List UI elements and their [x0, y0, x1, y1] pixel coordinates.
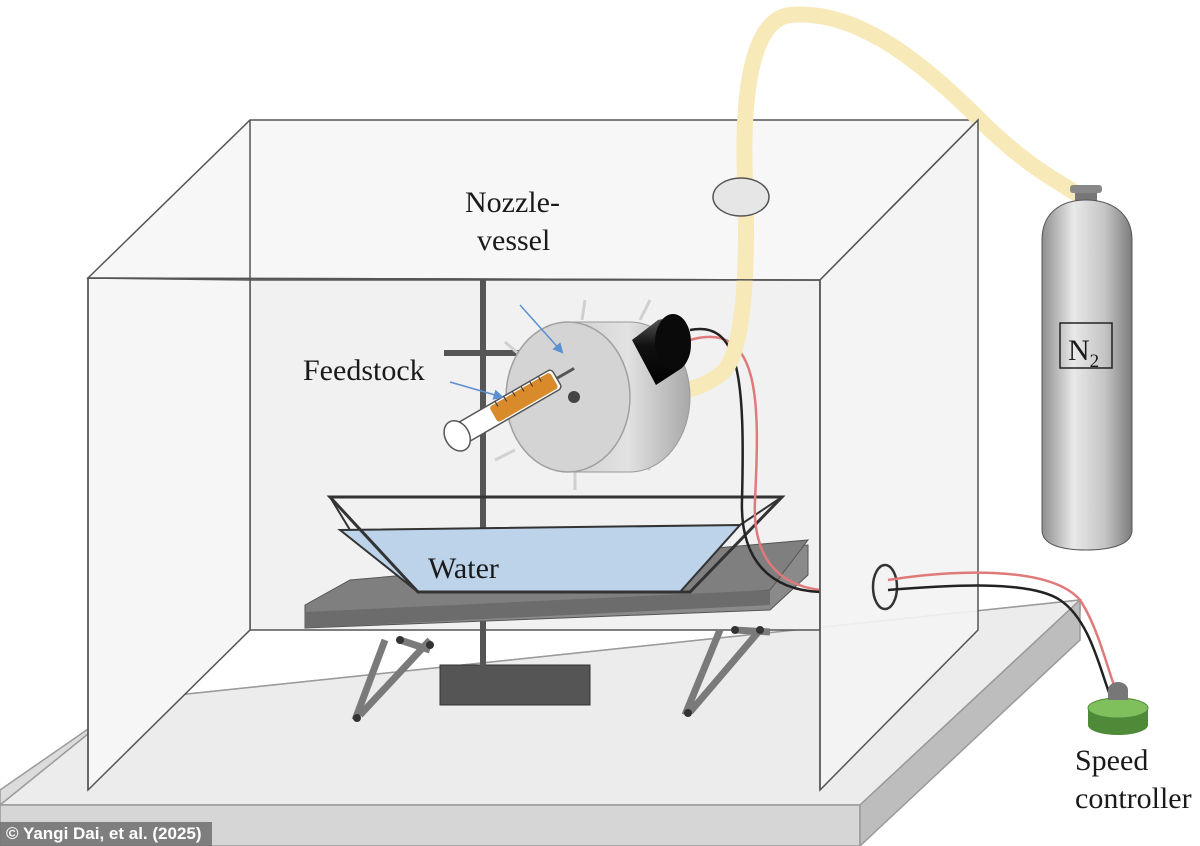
nozzle-vessel-label-line1: Nozzle-	[465, 186, 560, 219]
feedstock-label: Feedstock	[303, 354, 425, 387]
annotation-arrows	[449, 304, 564, 400]
nozzle-vessel-label-line2: vessel	[477, 224, 550, 257]
n2-label: N2	[1068, 334, 1099, 372]
side-port	[871, 563, 899, 611]
retort-stand	[439, 280, 591, 706]
n2-cylinder	[1041, 185, 1133, 551]
controller-cables	[887, 571, 1120, 696]
water-label: Water	[428, 552, 499, 585]
top-port	[712, 177, 770, 217]
n2-main: N	[1068, 334, 1090, 367]
enclosure-front	[87, 118, 979, 792]
water-bath	[326, 495, 786, 594]
feedstock-syringe	[443, 367, 575, 452]
image-credit: © Yangi Dai, et al. (2025)	[0, 822, 212, 846]
speed-controller	[1087, 682, 1149, 735]
speed-controller-label-line1: Speed	[1075, 744, 1148, 777]
speed-controller-label-line2: controller	[1075, 782, 1192, 815]
gas-tube	[567, 6, 1090, 408]
motor	[632, 314, 691, 385]
n2-subscript: 2	[1090, 351, 1100, 372]
